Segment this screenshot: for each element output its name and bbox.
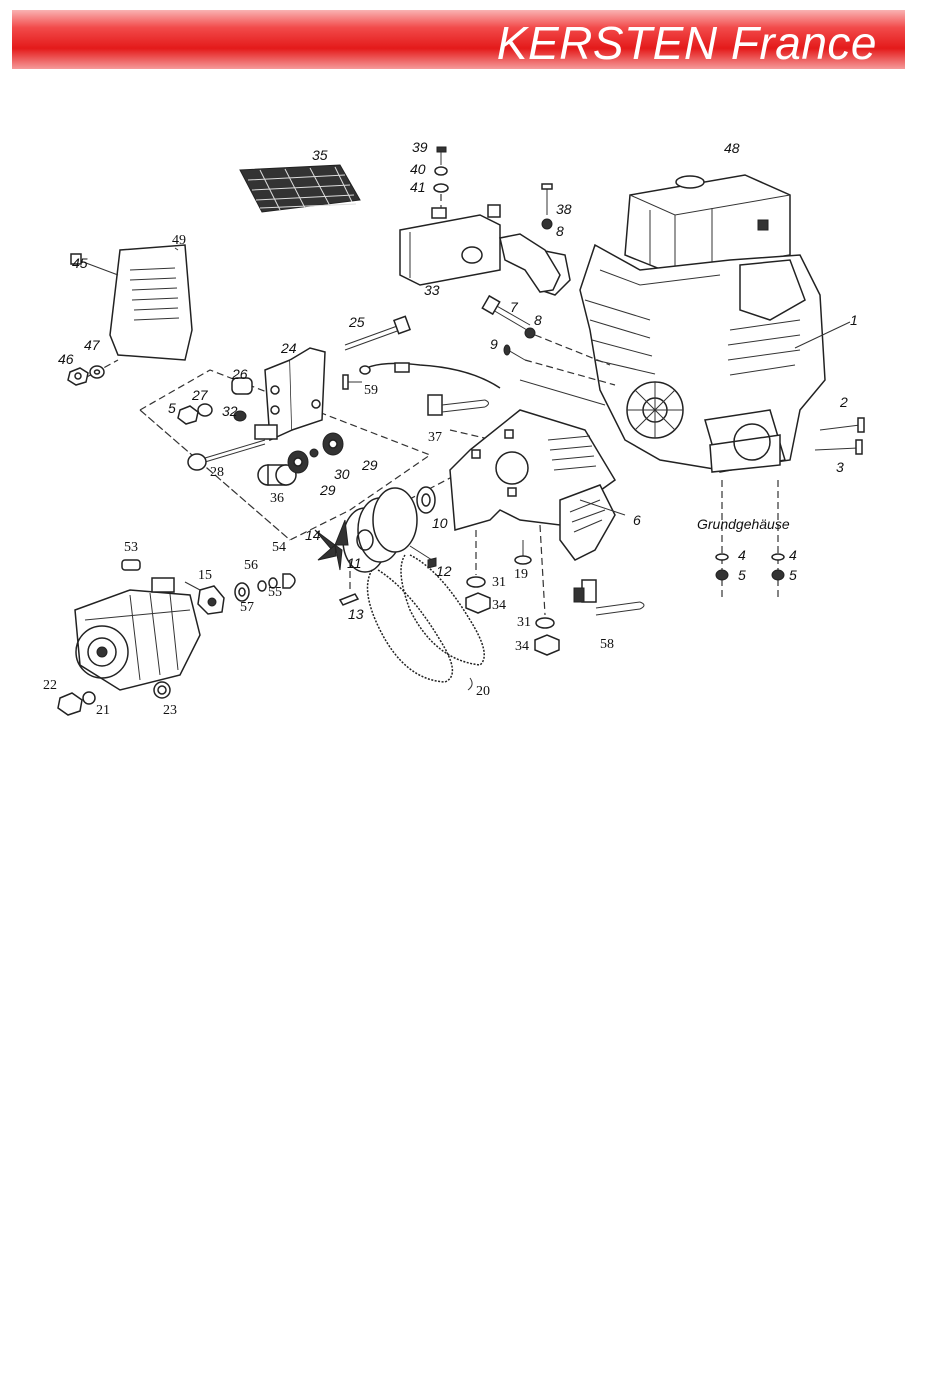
svg-text:8: 8 [534, 312, 542, 328]
svg-text:29: 29 [319, 482, 336, 498]
brand-title: KERSTEN France [497, 16, 877, 70]
svg-text:36: 36 [270, 491, 284, 506]
svg-text:5: 5 [168, 400, 176, 416]
muffler [400, 205, 560, 292]
svg-text:1: 1 [850, 312, 858, 328]
svg-text:38: 38 [556, 201, 572, 217]
belt-guard [450, 410, 615, 560]
svg-text:14: 14 [305, 527, 321, 543]
svg-text:15: 15 [198, 568, 212, 583]
air-filter [240, 165, 360, 212]
svg-text:6: 6 [633, 512, 641, 528]
bracket-24 [255, 348, 325, 440]
svg-text:5: 5 [789, 567, 797, 583]
svg-text:20: 20 [476, 684, 490, 699]
svg-text:54: 54 [272, 540, 286, 555]
header-banner: KERSTEN France [12, 10, 905, 69]
svg-text:13: 13 [348, 606, 364, 622]
svg-text:7: 7 [510, 299, 519, 315]
svg-text:57: 57 [240, 600, 254, 615]
svg-text:4: 4 [789, 547, 797, 563]
svg-text:41: 41 [410, 179, 426, 195]
svg-text:4: 4 [738, 547, 746, 563]
svg-text:31: 31 [492, 575, 506, 590]
housing-label: Grundgehäuse [697, 516, 790, 532]
decal-plate [71, 245, 192, 378]
svg-text:46: 46 [58, 351, 74, 367]
svg-text:45: 45 [72, 255, 88, 271]
svg-text:8: 8 [556, 223, 564, 239]
svg-text:2: 2 [839, 394, 848, 410]
svg-text:37: 37 [428, 430, 442, 445]
svg-text:25: 25 [348, 314, 365, 330]
svg-text:34: 34 [515, 639, 529, 654]
engine [540, 175, 825, 472]
svg-text:55: 55 [268, 585, 282, 600]
bolt-2 [820, 425, 860, 430]
svg-text:12: 12 [436, 563, 452, 579]
svg-text:32: 32 [222, 403, 238, 419]
svg-text:19: 19 [514, 567, 528, 582]
svg-text:26: 26 [231, 366, 248, 382]
svg-text:5: 5 [738, 567, 746, 583]
svg-text:39: 39 [412, 139, 428, 155]
svg-text:53: 53 [124, 540, 138, 555]
svg-text:9: 9 [490, 336, 498, 352]
svg-text:10: 10 [432, 515, 448, 531]
svg-text:47: 47 [84, 337, 101, 353]
svg-text:35: 35 [312, 147, 328, 163]
svg-text:28: 28 [210, 465, 224, 480]
svg-text:49: 49 [172, 233, 186, 248]
svg-text:40: 40 [410, 161, 426, 177]
exploded-parts-diagram: 1 2 3 4 4 5 5 5 6 7 8 8 9 10 11 12 13 14… [0, 120, 950, 720]
svg-text:34: 34 [492, 598, 506, 613]
svg-text:11: 11 [347, 555, 362, 571]
bolt-3 [815, 448, 858, 450]
svg-text:59: 59 [364, 383, 378, 398]
svg-text:48: 48 [724, 140, 740, 156]
svg-text:56: 56 [244, 558, 258, 573]
svg-text:58: 58 [600, 637, 614, 652]
hydraulic-pump [75, 578, 200, 690]
svg-text:27: 27 [191, 387, 209, 403]
housing-washers [716, 554, 784, 580]
svg-text:33: 33 [424, 282, 440, 298]
svg-text:31: 31 [517, 615, 531, 630]
svg-text:22: 22 [43, 678, 57, 693]
svg-text:30: 30 [334, 466, 350, 482]
svg-text:21: 21 [96, 703, 110, 718]
svg-text:24: 24 [280, 340, 297, 356]
svg-text:3: 3 [836, 459, 844, 475]
svg-text:23: 23 [163, 703, 177, 718]
svg-text:29: 29 [361, 457, 378, 473]
